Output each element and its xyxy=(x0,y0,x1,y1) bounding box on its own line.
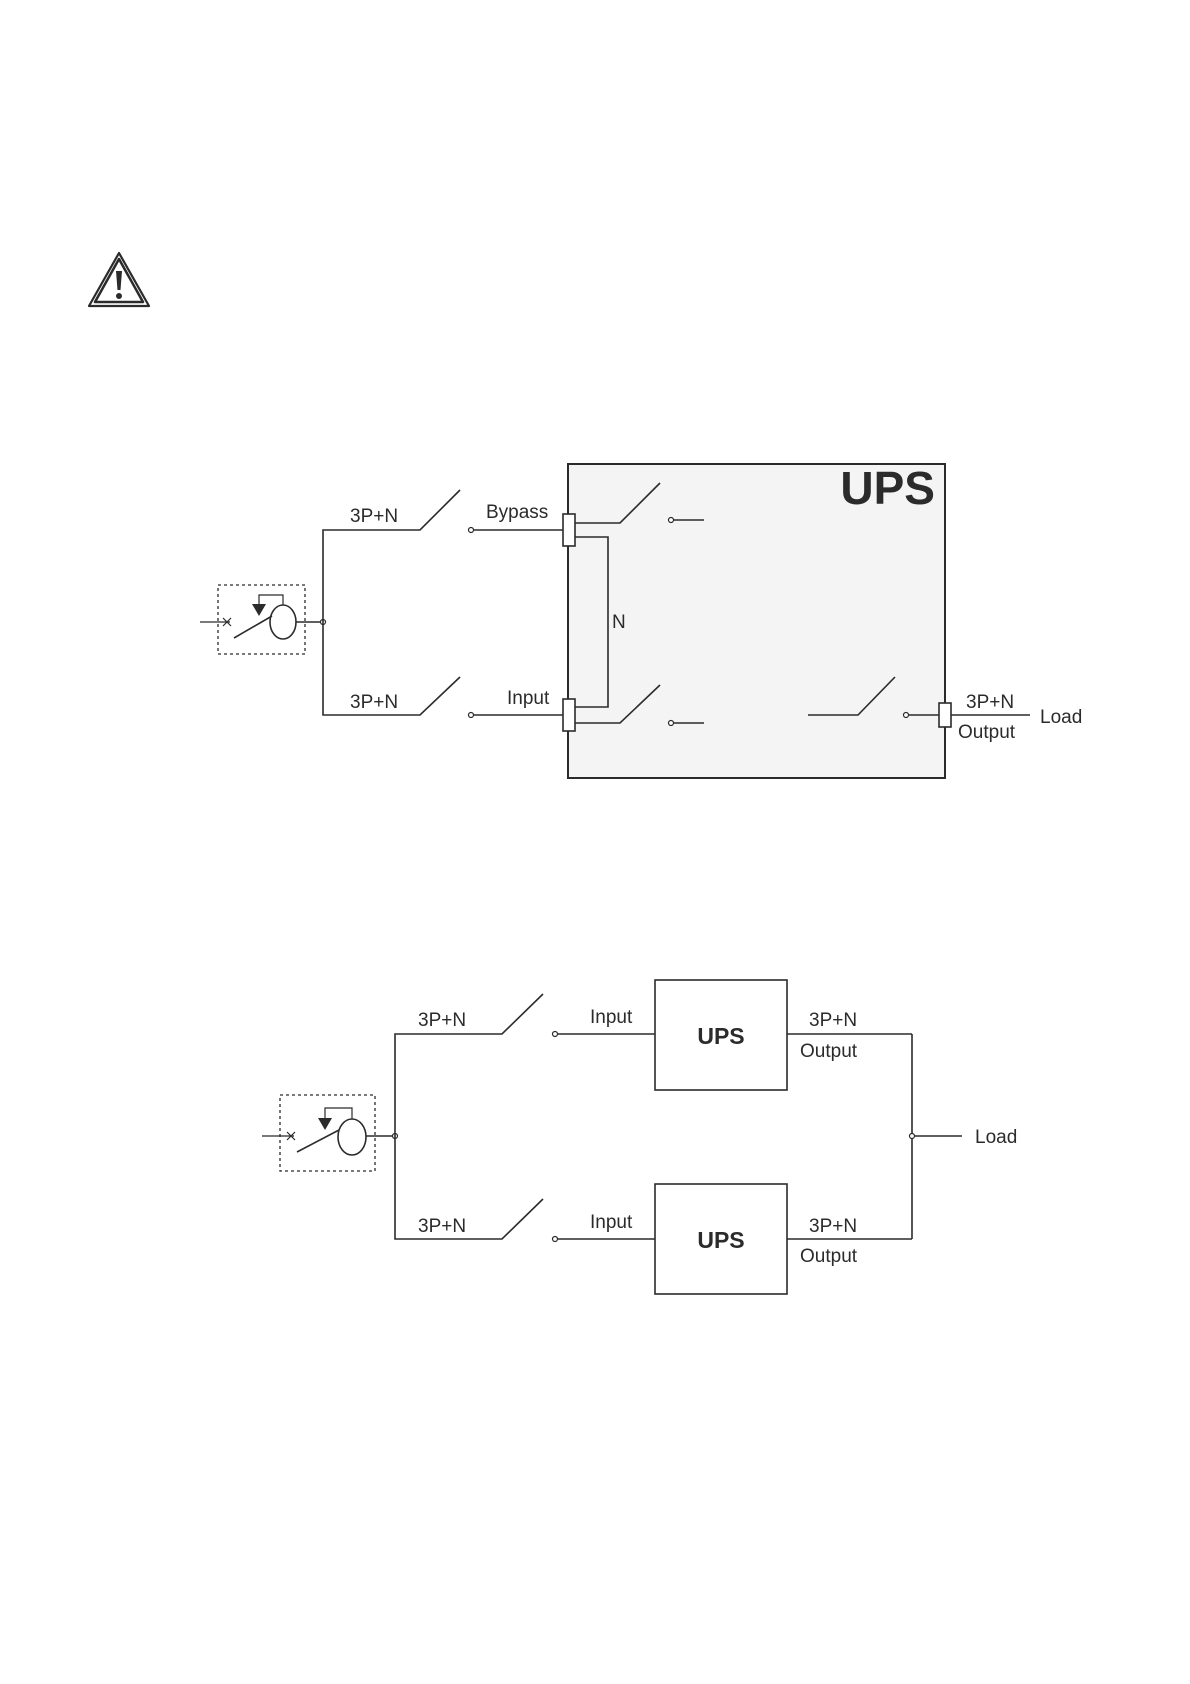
d2-ups2-input-label: Input xyxy=(590,1212,633,1233)
d2-ups1-output-label: Output xyxy=(800,1041,858,1062)
d1-output-rating-label: 3P+N xyxy=(966,692,1014,713)
d1-feed-top-label: 3P+N xyxy=(350,506,398,527)
d1-bypass-label: Bypass xyxy=(486,502,548,523)
output-terminal xyxy=(939,703,951,727)
d2-feed-top-label: 3P+N xyxy=(418,1010,466,1031)
d2-ups1-rating-label: 3P+N xyxy=(809,1010,857,1031)
d1-output-label: Output xyxy=(958,722,1016,743)
ups-unit-1-label: UPS xyxy=(697,1023,744,1049)
d1-neutral-label: N xyxy=(612,612,626,633)
rcd-breaker-icon-2 xyxy=(262,1095,398,1171)
d1-load-label: Load xyxy=(1040,707,1082,728)
bypass-terminal xyxy=(563,514,575,546)
diagram-single-ups: UPS 3P+N 3P+N Bypass Input N xyxy=(200,462,1082,778)
ups-cabinet-title: UPS xyxy=(840,462,935,514)
d2-ups2-rating-label: 3P+N xyxy=(809,1216,857,1237)
d2-feed-bottom-label: 3P+N xyxy=(418,1216,466,1237)
warning-triangle-icon xyxy=(89,253,149,306)
input-terminal xyxy=(563,699,575,731)
rcd-breaker-icon xyxy=(200,585,326,654)
d2-ups2-output-label: Output xyxy=(800,1246,858,1267)
d2-load-label: Load xyxy=(975,1127,1017,1148)
d2-ups1-input-label: Input xyxy=(590,1007,633,1028)
d1-input-label: Input xyxy=(507,688,550,709)
diagram-parallel-ups: 3P+N 3P+N Input UPS 3P+N Output Input UP… xyxy=(262,980,1017,1294)
ups-unit-2-label: UPS xyxy=(697,1227,744,1253)
d1-feed-bottom-label: 3P+N xyxy=(350,692,398,713)
